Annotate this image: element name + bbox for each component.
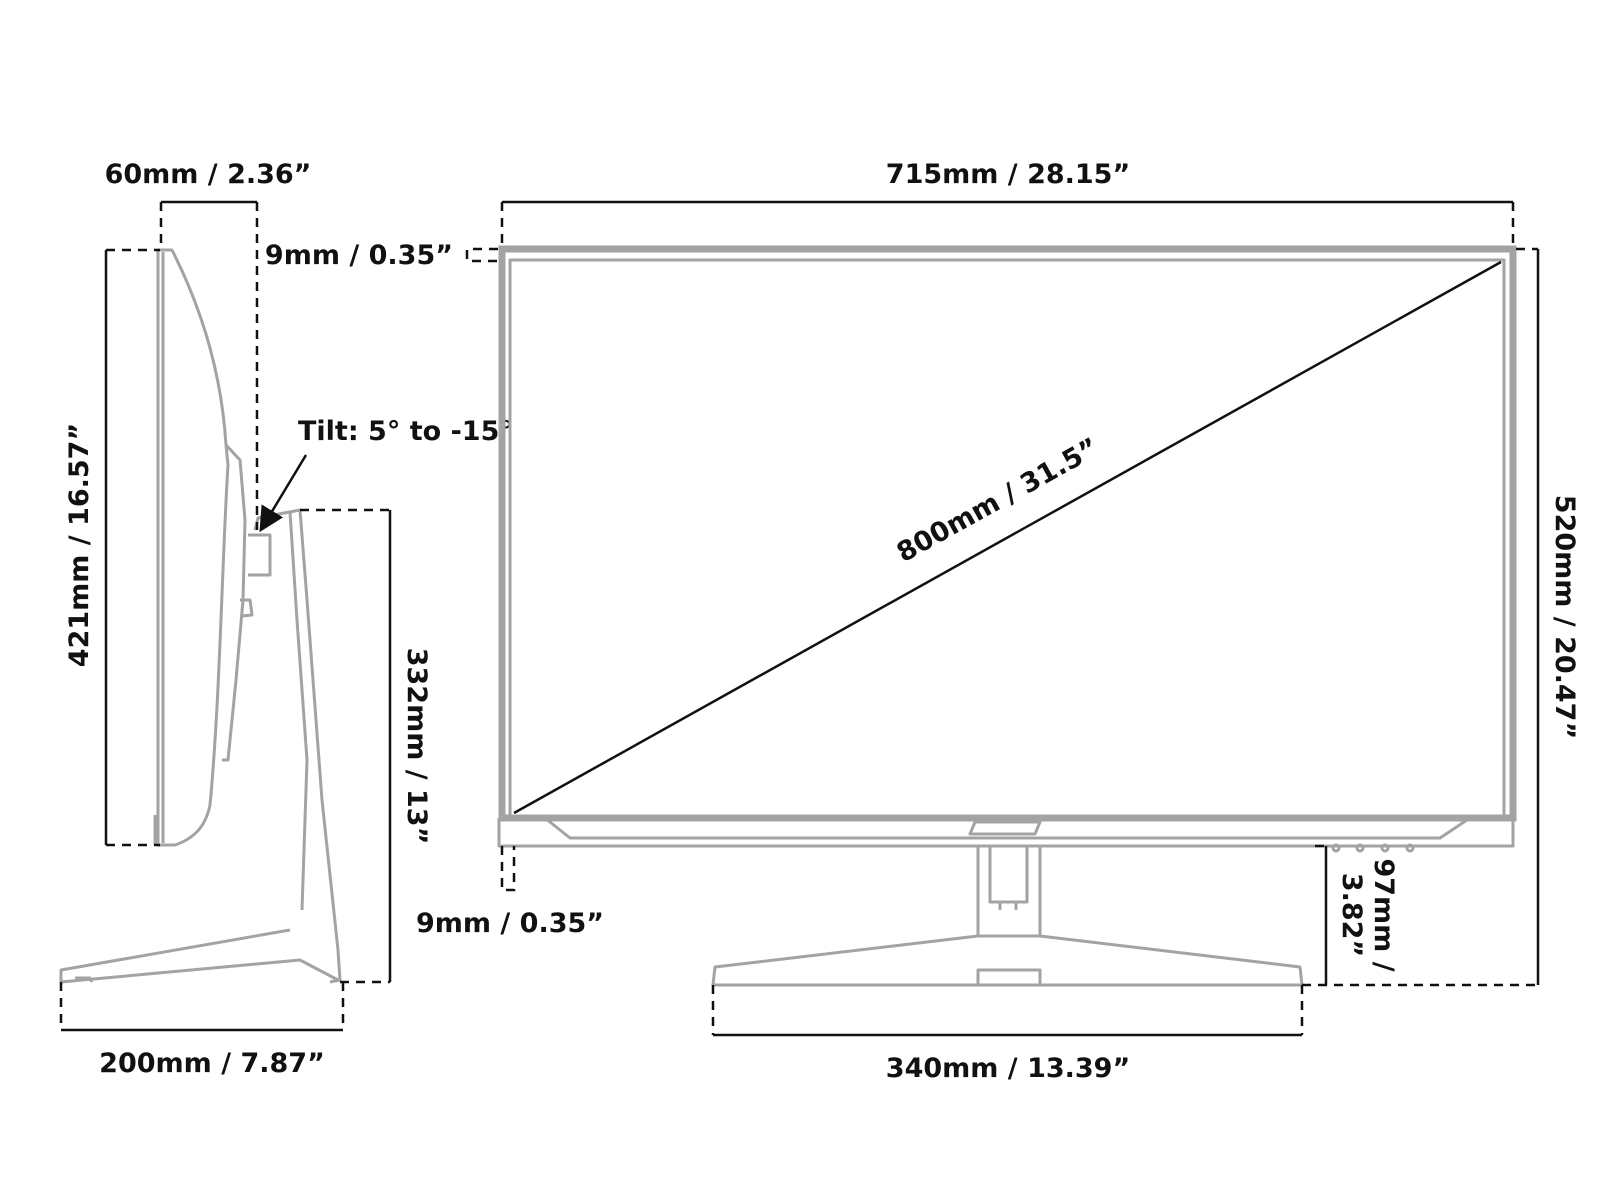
front-view: 715mm / 28.15” 9mm / 0.35” 800mm / 31.5”… [265, 159, 1580, 1084]
clearance-label-line2: 3.82” [1336, 873, 1367, 957]
side-depth-label: 60mm / 2.36” [105, 159, 312, 190]
side-view: 60mm / 2.36” 421mm / 16.57” Tilt: 5° to … [59, 159, 513, 1079]
front-control-buttons [1315, 843, 1420, 853]
side-bezel-label: 9mm / 0.35” [416, 908, 604, 939]
side-view-monitor-outline [153, 248, 254, 847]
side-view-stand-outline [59, 508, 342, 984]
side-height-label: 421mm / 16.57” [64, 423, 95, 667]
top-bezel-dimension-bracket [465, 247, 498, 263]
diagonal-dimension-line [513, 260, 1502, 815]
tilt-label: Tilt: 5° to -15° [298, 416, 513, 447]
tilt-arrow [259, 454, 308, 533]
total-height-label: 520mm / 20.47” [1549, 495, 1580, 739]
base-width-label: 340mm / 13.39” [886, 1053, 1130, 1084]
top-bezel-label: 9mm / 0.35” [265, 240, 453, 271]
base-depth-label: 200mm / 7.87” [99, 1048, 325, 1079]
front-bottom-bezel-shape [544, 816, 1471, 840]
front-width-label: 715mm / 28.15” [886, 159, 1130, 190]
front-panel-outer-frame [498, 245, 1517, 822]
clearance-label-line1: 97mm / [1368, 858, 1399, 971]
side-bezel-dimension-bracket [500, 846, 516, 892]
stand-height-label: 332mm / 13” [401, 648, 432, 845]
front-logo-mark [968, 820, 1042, 836]
front-screen-area [508, 258, 1506, 818]
front-stand-outline [711, 844, 1304, 987]
